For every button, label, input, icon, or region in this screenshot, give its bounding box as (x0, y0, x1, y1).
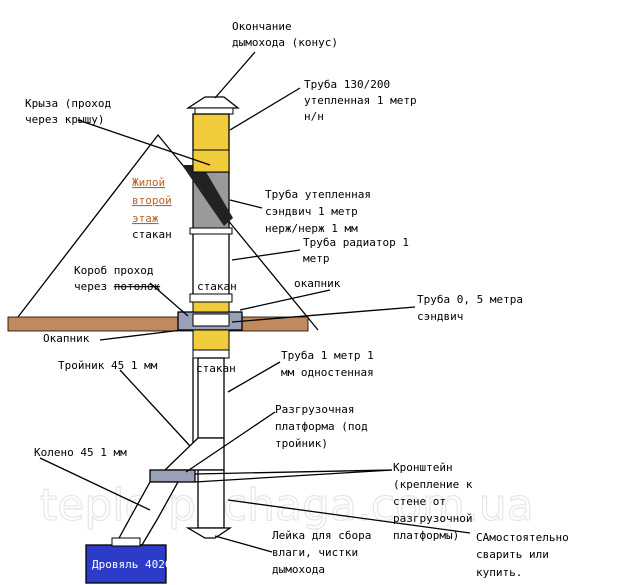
stove-outlet (111, 537, 141, 547)
stove (85, 544, 167, 584)
label-glass3: стакан (196, 362, 236, 375)
svg-text:н/н: н/н (304, 110, 324, 123)
leader-radiator (231, 249, 301, 261)
label-glass2: стакан (197, 280, 237, 293)
svg-text:Жилой: Жилой (132, 176, 165, 189)
glass-joint-3 (192, 349, 230, 359)
leader-pipe1m (227, 361, 281, 393)
label-radiator: Труба радиатор 1 метр (303, 236, 409, 265)
unloading-platform (149, 469, 196, 483)
glass-joint-2 (189, 293, 233, 303)
label-self: САмостоятельно сварить или купить. (476, 531, 569, 579)
svg-text:разгрузочной: разгрузочной (393, 512, 472, 525)
leader-bracket-1 (194, 469, 393, 475)
label-cone: Окончание дымохода (конус) (232, 20, 338, 49)
tee-lower (197, 469, 225, 529)
svg-text:тройник): тройник) (275, 437, 328, 450)
svg-text:Окончание: Окончание (232, 20, 292, 33)
leader-self (227, 499, 471, 534)
leader-elbow (39, 457, 151, 511)
svg-text:платформа (под: платформа (под (275, 420, 368, 433)
leader-okapnik-right (239, 289, 331, 311)
label-elbow: Колено 45 1 мм (34, 446, 127, 459)
roof-flashing (182, 165, 233, 226)
label-sandwich: Труба утепленная сэндвич 1 метр нерж/нер… (265, 188, 371, 235)
label-bracket: Кронштейн (крепление к стене от разгрузо… (393, 461, 473, 542)
svg-text:мм одностенная: мм одностенная (281, 366, 374, 379)
label-pipe05: Труба 0, 5 метра сэндвич (417, 293, 523, 323)
roof-outline (7, 133, 319, 331)
svg-text:метр: метр (303, 252, 330, 265)
leader-roof (77, 119, 211, 166)
svg-text:сварить или: сварить или (476, 548, 549, 561)
label-pipe1m: Труба 1 метр 1 мм одностенная (281, 349, 374, 379)
svg-text:Труба 1 метр 1: Труба 1 метр 1 (281, 349, 374, 362)
leader-pipe130 (229, 87, 301, 131)
svg-text:Кронштейн: Кронштейн (393, 461, 453, 474)
svg-text:САмостоятельно: САмостоятельно (476, 531, 569, 544)
svg-text:Лейка для сбора: Лейка для сбора (272, 529, 371, 542)
label-tee: Тройник 45 1 мм (58, 359, 158, 372)
svg-text:(крепление к: (крепление к (393, 478, 473, 491)
svg-text:влаги, чистки: влаги, чистки (272, 546, 358, 559)
label-roof: Крыза (проход через крышу) (25, 97, 111, 126)
drain-funnel (185, 527, 233, 539)
svg-text:Труба утепленная: Труба утепленная (265, 188, 371, 201)
leader-drain (214, 535, 273, 553)
label-glass1: стакан (132, 228, 172, 241)
cone-base (194, 107, 234, 115)
leader-platform (185, 411, 276, 473)
svg-text:Крыза (проход: Крыза (проход (25, 97, 111, 110)
glass-joint-1 (189, 227, 233, 235)
svg-text:через крышу): через крышу) (25, 113, 104, 126)
box-top-pipe (192, 301, 230, 313)
label-okapnik-right: окапник (294, 277, 341, 290)
label-pipe130: Труба 130/200 утепленная 1 метр н/н (304, 78, 417, 123)
label-stove: Дровяль 4020 (92, 558, 171, 571)
svg-text:сэндвич: сэндвич (417, 310, 463, 323)
svg-text:второй: второй (132, 194, 172, 207)
yellow-lower (192, 149, 230, 173)
watermark: teplo-pochaga.com.ua (40, 480, 534, 531)
leader-tee (119, 369, 191, 447)
label-box: Короб проход через потолок (74, 264, 160, 293)
svg-text:Труба радиатор 1: Труба радиатор 1 (303, 236, 409, 249)
chimney-cone (185, 96, 240, 109)
svg-text:сэндвич 1 метр: сэндвич 1 метр (265, 205, 358, 218)
radiator-pipe (192, 229, 230, 297)
svg-text:нерж/нерж 1 мм: нерж/нерж 1 мм (265, 222, 358, 235)
label-living: Жилой второй этаж (132, 176, 172, 225)
svg-text:платформы): платформы) (393, 529, 459, 542)
leader-sandwich (229, 199, 263, 209)
svg-text:стене от: стене от (393, 495, 446, 508)
leader-cone (214, 51, 256, 99)
leader-okapnik-left (99, 329, 183, 341)
label-platform: Разгрузочная платформа (под тройник) (275, 403, 368, 450)
svg-text:через потолок: через потолок (74, 280, 160, 293)
svg-text:Труба 130/200: Труба 130/200 (304, 78, 390, 91)
box-bottom-pipe (192, 329, 230, 351)
svg-text:купить.: купить. (476, 566, 522, 579)
leader-box (149, 282, 189, 317)
svg-text:Короб проход: Короб проход (74, 264, 154, 277)
leader-bracket-2 (194, 469, 393, 483)
leader-pipe05 (231, 306, 416, 323)
label-drain: Лейка для сбора влаги, чистки дымохода (272, 529, 371, 576)
label-okapnik-left: Окапник (43, 332, 90, 345)
svg-text:этаж: этаж (132, 212, 159, 225)
svg-text:утепленная 1 метр: утепленная 1 метр (304, 94, 417, 107)
svg-text:Труба 0, 5 метра: Труба 0, 5 метра (417, 293, 523, 306)
tee-branch (163, 437, 225, 471)
single-wall-pipe (197, 357, 225, 439)
svg-text:дымохода (конус): дымохода (конус) (232, 36, 338, 49)
svg-text:Разгрузочная: Разгрузочная (275, 403, 354, 416)
box-inner (192, 313, 230, 327)
svg-text:дымохода: дымохода (272, 563, 325, 576)
